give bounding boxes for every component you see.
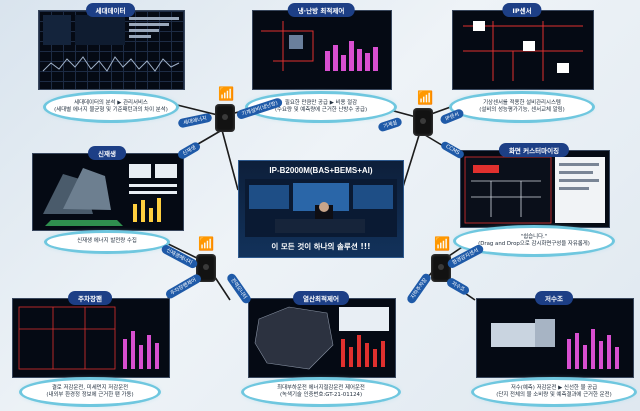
module-parking-fan: 주차장팬 결로 저감운전, 미세먼지 저감운전 (내외부 환경정 정보에 근거한… xyxy=(12,291,170,406)
module-title: IP센서 xyxy=(502,3,542,17)
center-product-panel: IP-B2000M(BAS+BEMS+AI) 이 모든 것이 하나의 솔루션 !… xyxy=(238,160,404,258)
gateway-device-top-right xyxy=(413,108,433,136)
module-title: 냉·난방 최적제어 xyxy=(287,3,355,17)
gateway-device-bottom-left xyxy=(196,254,216,282)
module-caption: 신재생 에너지 발전량 수집 xyxy=(47,233,167,251)
water-tank-screen xyxy=(476,298,634,378)
wifi-icon: 📶 xyxy=(218,87,235,102)
module-household-data: 세대데이터 세대데이터의 분석 ▶ 관리서비스 (세대별 에너지 물균형 및 기… xyxy=(38,3,185,122)
module-renewable: 신재생 신재생 에너지 발전량 수집 xyxy=(32,146,184,253)
module-title: 주차장팬 xyxy=(68,291,112,305)
module-title: 화면 커스터마이징 xyxy=(498,143,570,157)
module-title: 세대데이터 xyxy=(85,3,136,17)
ip-sensor-screen xyxy=(452,10,594,90)
module-hvac: 냉·난방 최적제어 필요한 만큼만 공급 ▶ 비용 절감 (수요량 및 예측량에… xyxy=(248,3,394,122)
parking-fan-screen xyxy=(12,298,170,378)
product-title: IP-B2000M(BAS+BEMS+AI) xyxy=(269,166,373,175)
wifi-icon: 📶 xyxy=(198,237,215,252)
module-caption: 기상센서를 적용한 설비관리시스템 (설비의 성능평가기능, 센서교체 알림) xyxy=(452,94,592,120)
module-caption: 저수(예측) 저감운전 ▶ 신선한 물 공급 (단지 전체의 물 소비량 및 예… xyxy=(474,380,634,404)
heat-source-screen xyxy=(248,298,396,378)
gateway-device-top-left xyxy=(215,104,235,132)
wifi-icon: 📶 xyxy=(417,91,434,106)
wifi-icon: 📶 xyxy=(434,237,451,252)
module-ip-sensor: IP센서 기상센서를 적용한 설비관리시스템 (설비의 성능평가기능, 센서교체… xyxy=(452,3,594,122)
module-water-tank: 저수조 저수(예측) 저감운전 ▶ 신선한 물 공급 (단지 전체의 물 소비량… xyxy=(474,291,634,406)
module-title: 저수조 xyxy=(535,291,573,305)
gateway-device-bottom-right xyxy=(431,254,451,282)
household-data-screen xyxy=(38,10,185,90)
hvac-screen xyxy=(252,10,392,90)
module-caption: 세대데이터의 분석 ▶ 관리서비스 (세대별 에너지 물균형 및 기준패턴과의 … xyxy=(46,94,176,120)
module-screen-customizing: 화면 커스터마이징 "쉽습니다." (Drag and Drop으로 감시화면구… xyxy=(456,143,612,256)
module-caption: 최대부하운전 에너지절감운전 제어운전 (녹색기술 인증번호:GT-21-011… xyxy=(244,380,398,404)
module-caption: 결로 저감운전, 미세먼지 저감운전 (내외부 환경정 정보에 근거한 팬 가동… xyxy=(22,380,158,404)
module-title: 신재생 xyxy=(88,146,126,160)
module-title: 열산최적제어 xyxy=(293,291,349,305)
product-tagline: 이 모든 것이 하나의 솔루션 !!! xyxy=(271,242,371,251)
module-heat-source-control: 열산최적제어 최대부하운전 에너지절감운전 제어운전 (녹색기술 인증번호:GT… xyxy=(244,291,398,406)
renewable-screen xyxy=(32,153,184,231)
control-room-photo xyxy=(245,179,397,237)
custom-screen-preview xyxy=(460,150,610,228)
